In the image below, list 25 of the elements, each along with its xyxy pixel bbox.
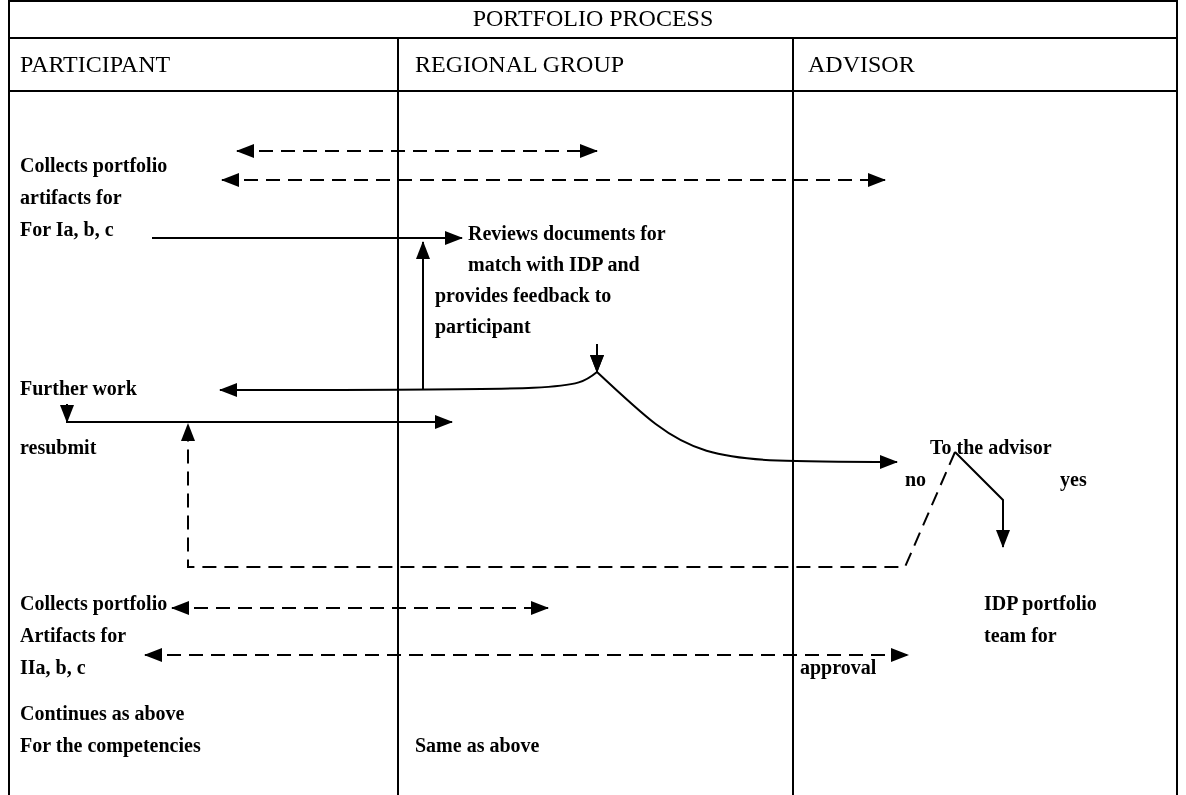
- step-text: Same as above: [415, 729, 540, 761]
- step-text: IDP portfolio team for: [984, 587, 1097, 651]
- step-text: To the advisor: [930, 431, 1052, 463]
- dashed-arrow: [181, 423, 956, 568]
- dashed-arrow: [171, 601, 549, 615]
- step-text: resubmit: [20, 431, 97, 463]
- step-text: Reviews documents for match with IDP and provides feedback to participant: [435, 218, 666, 342]
- arrow: [416, 241, 430, 391]
- lane-header: ADVISOR: [808, 50, 915, 79]
- note-text: approval: [800, 655, 877, 681]
- arrow: [151, 231, 463, 245]
- dashed-arrow: [144, 648, 909, 662]
- dashed-arrow: [221, 173, 886, 187]
- step-text: Further work: [20, 372, 137, 404]
- arrow: [60, 403, 453, 429]
- dashed-arrow: [236, 144, 598, 158]
- edge-label: no: [905, 467, 927, 492]
- step-text: Continues as above For the competencies: [20, 697, 201, 761]
- edge-label: yes: [1060, 467, 1087, 493]
- table-title: PORTFOLIO PROCESS: [471, 4, 715, 33]
- step-text: Collects portfolio artifacts for For Ia, b, c: [20, 149, 168, 245]
- lane-header: REGIONAL GROUP: [415, 50, 625, 79]
- step-text: Collects portfolio Artifacts for IIa, b, c: [20, 587, 168, 683]
- lane-header: PARTICIPANT: [20, 50, 171, 79]
- arrow: [954, 451, 1010, 548]
